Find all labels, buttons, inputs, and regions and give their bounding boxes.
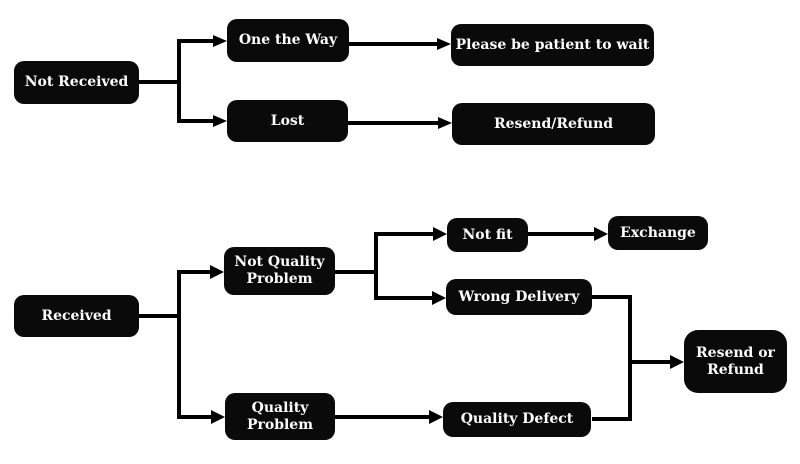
node-please-be-patient-label: Please be patient to wait [455,36,650,53]
node-quality-problem: Quality Problem [225,393,335,440]
node-not-received: Not Received [14,61,139,104]
node-resend-refund-label: Resend/Refund [493,115,614,132]
node-resend-or-refund-label: Resend or Refund [696,344,775,378]
node-not-quality-problem: Not Quality Problem [224,247,335,295]
node-not-fit-label: Not fit [462,226,513,243]
node-wrong-delivery: Wrong Delivery [446,279,592,315]
node-quality-problem-label: Quality Problem [246,399,314,433]
arrowhead-resend-or-refund [670,355,684,369]
node-quality-defect-label: Quality Defect [460,411,574,428]
node-one-the-way-label: One the Way [238,32,338,49]
node-received-label: Received [41,307,112,324]
arrowhead-not-fit [433,227,447,241]
arrowhead-quality-defect [429,410,443,424]
arrowhead-quality-problem [211,410,225,424]
node-not-quality-problem-label: Not Quality Problem [234,254,325,287]
node-not-fit: Not fit [447,218,528,252]
arrowhead-resend-refund [438,117,452,129]
node-received: Received [14,295,139,337]
node-please-be-patient: Please be patient to wait [451,24,654,66]
arrowhead-one-the-way [213,35,227,47]
node-resend-refund: Resend/Refund [452,103,655,145]
arrowhead-please-wait [437,38,451,50]
node-exchange: Exchange [608,216,708,250]
node-exchange-label: Exchange [620,224,696,241]
node-one-the-way: One the Way [227,19,349,62]
node-resend-or-refund: Resend or Refund [684,330,787,393]
node-wrong-delivery-label: Wrong Delivery [458,288,580,305]
arrowhead-lost [213,115,227,127]
arrowhead-wrong-delivery [432,291,446,305]
node-lost-label: Lost [270,112,305,129]
node-lost: Lost [227,100,348,142]
arrowhead-exchange [594,227,608,241]
edge-merge-wrong-delivery-quality-defect [592,295,632,421]
node-not-received-label: Not Received [24,74,129,91]
node-quality-defect: Quality Defect [443,402,591,437]
arrowhead-not-quality-problem [210,265,224,279]
